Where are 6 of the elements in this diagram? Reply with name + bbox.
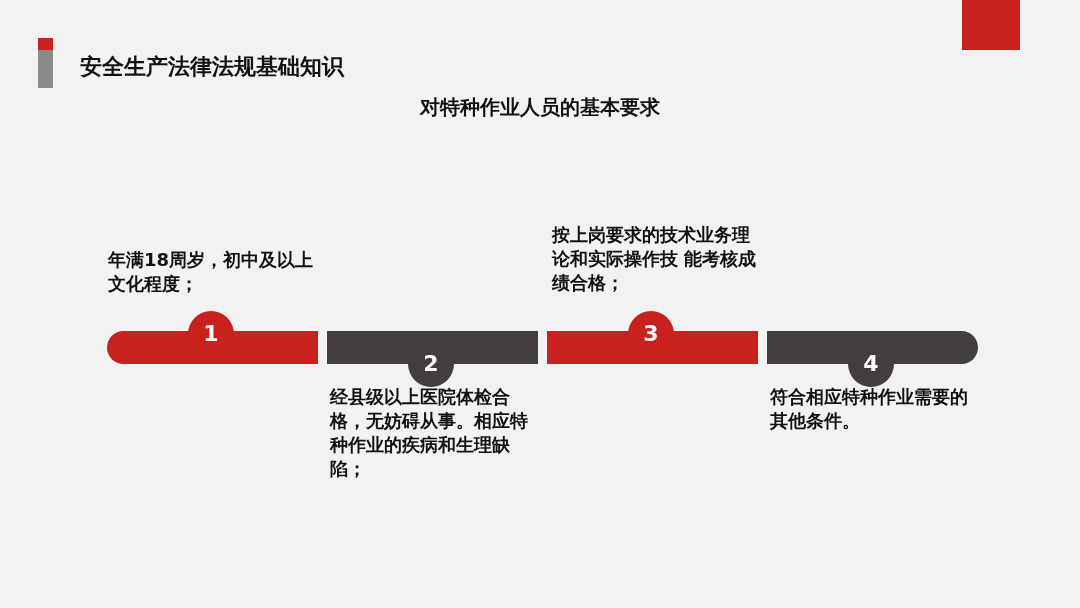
step-description: 按上岗要求的技术业务理论和实际操作技 能考核成绩合格； <box>552 223 758 295</box>
step-description: 经县级以上医院体检合格，无妨碍从事。相应特种作业的疾病和生理缺陷； <box>330 385 529 481</box>
step-description: 年满18周岁，初中及以上文化程度； <box>108 248 315 296</box>
subtitle: 对特种作业人员的基本要求 <box>420 94 660 121</box>
step-description: 符合相应特种作业需要的其他条件。 <box>770 385 969 433</box>
slide-title: 安全生产法律法规基础知识 <box>80 53 344 81</box>
